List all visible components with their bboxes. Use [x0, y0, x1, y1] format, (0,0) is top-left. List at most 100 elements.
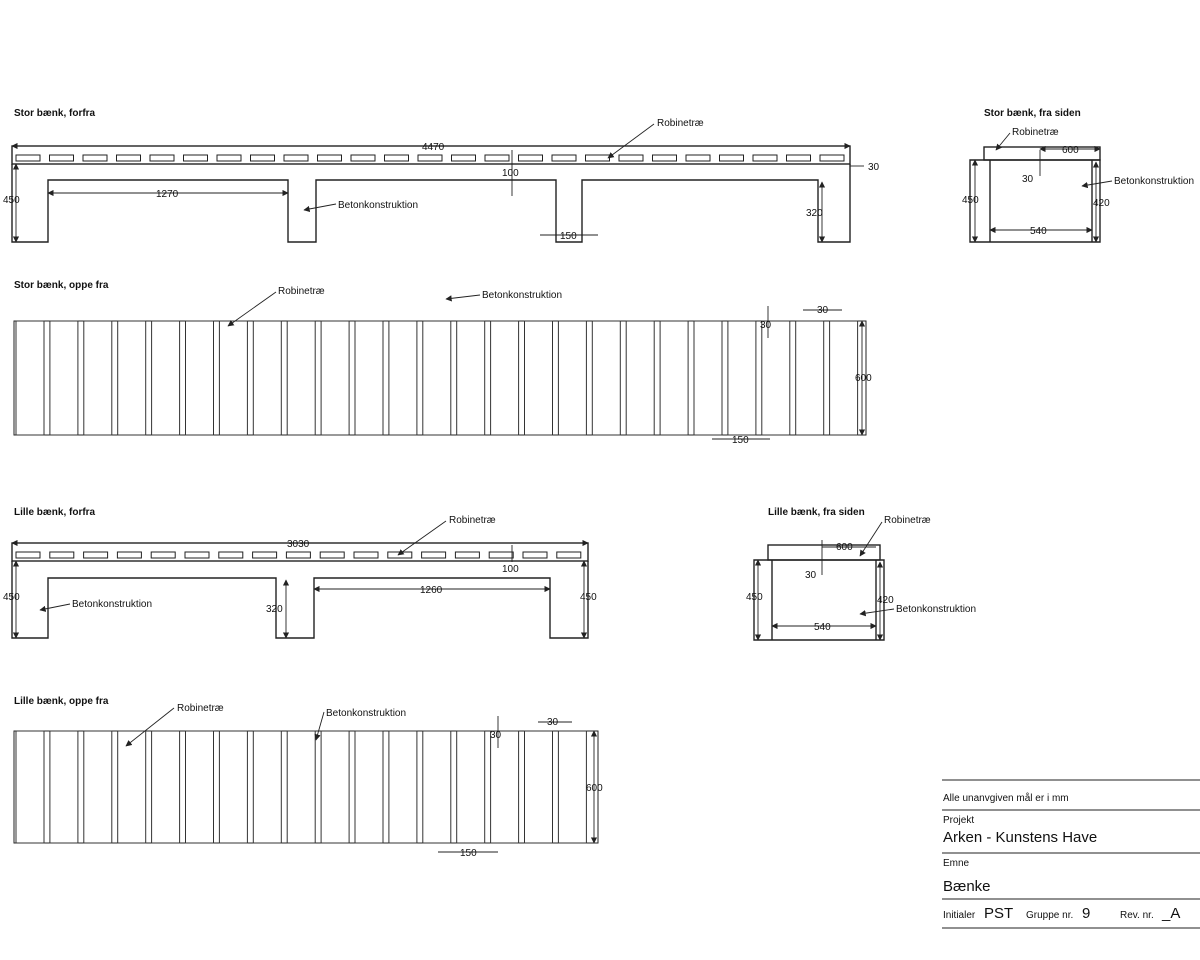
leader-wood [125, 707, 175, 747]
dim-depth: 600 [855, 373, 872, 384]
slat-end [585, 154, 610, 162]
view-big-front: Stor bænk, forfra 4470 30 100 450 1270 3… [3, 108, 880, 243]
slat [320, 730, 350, 844]
slat-end [353, 551, 379, 559]
view-small-top: Lille bænk, oppe fra 30 30 600 150 Robin… [13, 696, 603, 859]
dim-height: 450 [3, 195, 20, 206]
label-concrete: Betonkonstruktion [482, 290, 562, 301]
slat-end [116, 551, 142, 559]
view-title: Lille bænk, oppe fra [14, 696, 109, 707]
dim-length: 4470 [422, 142, 445, 153]
slat-end [556, 551, 582, 559]
slat [117, 320, 147, 436]
dim-thickness: 30 [805, 570, 817, 581]
slat-end [285, 551, 311, 559]
dim-base: 540 [1030, 226, 1047, 237]
view-title: Stor bænk, fra siden [984, 108, 1081, 119]
dim-gap: 100 [502, 168, 519, 179]
slat [15, 320, 45, 436]
label-concrete: Betonkonstruktion [338, 200, 418, 211]
dim-width: 600 [836, 542, 853, 553]
dim-gap: 30 [490, 730, 502, 741]
subject-label: Emne [943, 858, 970, 869]
concrete-structure [11, 164, 851, 243]
slat [218, 730, 248, 844]
slat-end [283, 154, 309, 162]
slat [557, 730, 587, 844]
slat-end [618, 154, 644, 162]
slat [422, 320, 452, 436]
label-wood: Robinetræ [278, 286, 325, 297]
slat-end [216, 154, 242, 162]
slat-end [218, 551, 244, 559]
slat [252, 320, 282, 436]
label-concrete: Betonkonstruktion [72, 599, 152, 610]
slat-end [488, 551, 514, 559]
view-title: Stor bænk, oppe fra [14, 280, 109, 291]
slat [151, 320, 181, 436]
concrete-frame [969, 159, 1101, 243]
slat-end [384, 154, 409, 162]
dim-thickness: 30 [1022, 174, 1034, 185]
slat [151, 730, 181, 844]
label-wood: Robinetræ [884, 515, 931, 526]
slat-end [551, 154, 577, 162]
slat [388, 730, 418, 844]
slat [795, 320, 825, 436]
slat [524, 320, 553, 436]
slat [354, 730, 384, 844]
slat [456, 320, 486, 436]
slat-end [819, 154, 845, 162]
slat [185, 730, 214, 844]
leader-wood [607, 123, 655, 159]
leader-concrete [39, 603, 71, 612]
slat-end [149, 154, 175, 162]
slat [252, 730, 282, 844]
dim-thickness: 30 [868, 162, 880, 173]
dim-leg-height: 320 [266, 604, 283, 615]
view-title: Stor bænk, forfra [14, 108, 96, 119]
slat [49, 730, 79, 844]
slat-end [252, 551, 278, 559]
label-concrete: Betonkonstruktion [1114, 176, 1194, 187]
slat-end [15, 551, 41, 559]
view-title: Lille bænk, fra siden [768, 507, 865, 518]
dim-height-left: 450 [3, 592, 20, 603]
slat-end [319, 551, 345, 559]
rev-label: Rev. nr. [1120, 910, 1154, 921]
group-label: Gruppe nr. [1026, 910, 1073, 921]
slat [354, 320, 384, 436]
concrete-frame [753, 559, 885, 641]
slat [185, 320, 214, 436]
slat-end [183, 154, 208, 162]
slat-end [421, 551, 447, 559]
slat-end [387, 551, 413, 559]
slat [83, 320, 113, 436]
slat [286, 730, 316, 844]
project-label: Projekt [943, 815, 974, 826]
slat-end [522, 551, 548, 559]
slat-end [49, 154, 74, 162]
view-big-top: Stor bænk, oppe fra 30 30 600 150 Robine… [13, 280, 872, 446]
dim-slat-width: 150 [460, 848, 477, 859]
rev-value: _A [1161, 905, 1180, 922]
slat [15, 730, 45, 844]
slat [218, 320, 248, 436]
slat [49, 320, 79, 436]
initials-label: Initialer [943, 910, 976, 921]
dim-height: 450 [962, 195, 979, 206]
slat-end [719, 154, 744, 162]
slat [761, 320, 791, 436]
dim-width: 600 [1062, 145, 1079, 156]
slat [659, 320, 689, 436]
slat-row [15, 154, 845, 162]
slat [727, 320, 757, 436]
slat-end [250, 154, 275, 162]
leader-concrete [314, 711, 325, 741]
slat-end [150, 551, 176, 559]
slat [490, 320, 520, 436]
dim-depth: 600 [586, 783, 603, 794]
slat [625, 320, 655, 436]
label-wood: Robinetræ [1012, 127, 1059, 138]
